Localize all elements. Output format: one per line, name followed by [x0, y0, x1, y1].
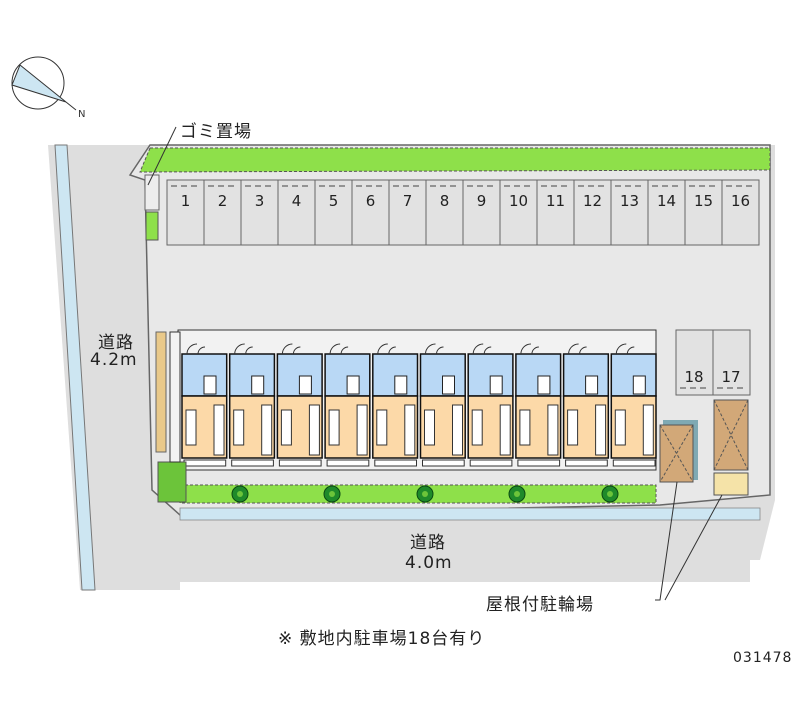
parking-number: 12: [583, 192, 602, 210]
tree-icon: [323, 485, 341, 503]
bottom-road-name: 道路: [410, 533, 446, 553]
parking-number: 3: [255, 192, 265, 210]
bike-leader-line: [655, 481, 723, 601]
svg-text:17: 17: [721, 368, 740, 386]
apartment-unit: [610, 343, 657, 467]
corner-garden: [157, 461, 187, 503]
parking-space-18: 18: [675, 329, 714, 396]
parking-number: 9: [477, 192, 487, 210]
tree-icon: [231, 485, 249, 503]
left-road-width: 4.2m: [90, 350, 138, 370]
apartment-unit: [467, 343, 514, 467]
sidewalk-strip: [179, 507, 761, 521]
bike-parking-label: 屋根付駐輪場: [486, 595, 594, 615]
apartment-unit: [324, 343, 371, 467]
parking-space-7: 7: [388, 179, 427, 246]
tree-icon: [508, 485, 526, 503]
brick-wall: [155, 331, 167, 453]
tree-icon: [416, 485, 434, 503]
parking-number: 4: [292, 192, 302, 210]
svg-text:N: N: [78, 109, 85, 120]
apartment-unit: [228, 343, 276, 467]
canal: [54, 144, 96, 591]
parking-number: 15: [694, 192, 713, 210]
parking-space-3: 3: [240, 179, 279, 246]
parking-space-15: 15: [684, 179, 723, 246]
svg-text:18: 18: [684, 368, 703, 386]
garbage-green: [145, 211, 159, 241]
parking-number: 10: [509, 192, 528, 210]
parking-number: 2: [218, 192, 228, 210]
bottom-road-width: 4.0m: [405, 553, 453, 573]
parking-space-2: 2: [203, 179, 242, 246]
green-strip-top: [139, 147, 771, 173]
north-arrow-icon: N: [11, 56, 85, 120]
parking-space-17: 17: [712, 329, 751, 396]
tree-icon: [601, 485, 619, 503]
parking-number: 7: [403, 192, 413, 210]
parking-number: 1: [181, 192, 191, 210]
bike-rack: [713, 472, 749, 496]
parking-space-4: 4: [277, 179, 316, 246]
parking-space-14: 14: [647, 179, 686, 246]
parking-space-6: 6: [351, 179, 390, 246]
parking-space-1: 1: [166, 179, 205, 246]
parking-space-12: 12: [573, 179, 612, 246]
parking-space-11: 11: [536, 179, 575, 246]
parking-number: 11: [546, 192, 565, 210]
parking-space-8: 8: [425, 179, 464, 246]
parking-number: 14: [657, 192, 676, 210]
parking-number: 16: [731, 192, 750, 210]
garbage-area: [144, 174, 160, 211]
parking-note: ※ 敷地内駐車場18台有り: [278, 629, 486, 649]
apartment-unit: [515, 343, 562, 467]
parking-number: 6: [366, 192, 376, 210]
apartment-unit: [276, 343, 323, 467]
garbage-leader-line: [147, 126, 177, 186]
parking-space-9: 9: [462, 179, 501, 246]
parking-space-13: 13: [610, 179, 649, 246]
garbage-area-label: ゴミ置場: [180, 122, 252, 142]
apartment-unit: [181, 343, 228, 467]
parking-number: 13: [620, 192, 639, 210]
property-code: 031478: [733, 650, 793, 666]
parking-space-16: 16: [721, 179, 760, 246]
left-road-name: 道路: [98, 333, 134, 353]
apartment-unit: [562, 343, 610, 467]
parking-space-5: 5: [314, 179, 353, 246]
apartment-unit: [419, 343, 466, 467]
parking-number: 5: [329, 192, 339, 210]
parking-number: 8: [440, 192, 450, 210]
parking-space-10: 10: [499, 179, 538, 246]
apartment-unit: [372, 343, 419, 467]
staircase: [169, 331, 181, 463]
